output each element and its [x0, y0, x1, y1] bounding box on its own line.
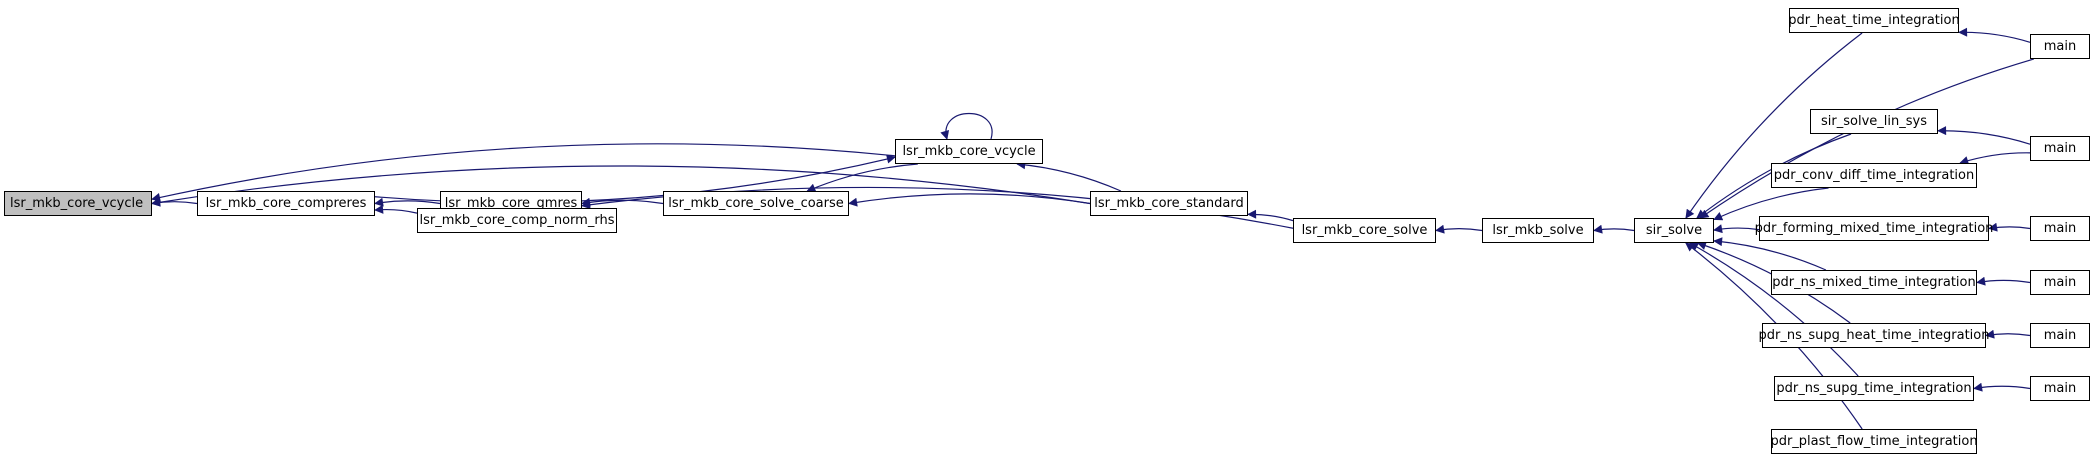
node-main-4[interactable]: main	[2030, 270, 2090, 295]
edge-n_ns_supg-to-n_sir_solve	[1689, 242, 1859, 377]
edge-n_standard-to-n_vcycle_root	[151, 165, 1091, 207]
edge-n_heat-to-n_sir_solve	[1685, 32, 1863, 219]
node-pdr-ns-mixed-time-integration[interactable]: pdr_ns_mixed_time_integration	[1771, 270, 1977, 295]
node-pdr-ns-supg-heat-time-integration[interactable]: pdr_ns_supg_heat_time_integration	[1759, 323, 1989, 348]
edge-n_comp_norm_rhs-to-n_compreres	[374, 204, 418, 214]
node-pdr-conv-diff-time-integration[interactable]: pdr_conv_diff_time_integration	[1771, 163, 1977, 188]
edge-n_core_solve-to-n_standard	[1247, 209, 1294, 222]
node-lsr-mkb-solve[interactable]: lsr_mkb_solve	[1482, 218, 1594, 243]
node-main-3[interactable]: main	[2030, 216, 2090, 241]
node-lsr-mkb-core-standard[interactable]: lsr_mkb_core_standard	[1090, 191, 1248, 216]
edge-n_gmres-to-n_compreres	[374, 197, 441, 207]
edge-n_sir_solve-to-n_mkb_solve	[1593, 224, 1635, 234]
node-lsr-mkb-core-solve[interactable]: lsr_mkb_core_solve	[1293, 218, 1436, 243]
node-lsr-mkb-core-vcycle-root[interactable]: lsr_mkb_core_vcycle	[4, 191, 152, 216]
edge-n_mkb_solve-to-n_core_solve	[1435, 224, 1483, 234]
node-main-5[interactable]: main	[2030, 323, 2090, 348]
edge-n_main5-to-n_ns_supg_heat	[1985, 329, 2031, 339]
edge-n_main1-to-n_sir_solve	[1699, 58, 2034, 219]
edge-n_vcycle2-to-n_solve_coarse	[806, 163, 918, 193]
node-main-1[interactable]: main	[2030, 34, 2090, 59]
node-pdr-forming-mixed-time-integration[interactable]: pdr_forming_mixed_time_integration	[1755, 216, 1993, 241]
edge-n_main6-to-n_ns_supg	[1973, 382, 2031, 392]
edge-n_standard-to-n_vcycle2	[1016, 160, 1122, 192]
node-main-2[interactable]: main	[2030, 136, 2090, 161]
node-lsr-mkb-core-comp-norm-rhs[interactable]: lsr_mkb_core_comp_norm_rhs	[417, 208, 617, 233]
edge-n_main1-to-n_heat	[1958, 27, 2031, 43]
node-sir-solve-lin-sys[interactable]: sir_solve_lin_sys	[1810, 109, 1938, 134]
edge-n_lin_sys-to-n_sir_solve	[1696, 133, 1852, 219]
edge-n_vcycle2-to-n_vcycle_root	[151, 143, 896, 202]
node-main-6[interactable]: main	[2030, 376, 2090, 401]
node-pdr-plast-flow-time-integration[interactable]: pdr_plast_flow_time_integration	[1770, 429, 1978, 454]
edge-n_main3-to-n_forming	[1988, 222, 2031, 232]
node-pdr-ns-supg-time-integration[interactable]: pdr_ns_supg_time_integration	[1774, 376, 1974, 401]
node-sir-solve[interactable]: sir_solve	[1634, 218, 1714, 243]
edge-n_conv_diff-to-n_sir_solve	[1713, 187, 1829, 221]
node-pdr-heat-time-integration[interactable]: pdr_heat_time_integration	[1788, 8, 1960, 33]
edge-n_forming-to-n_sir_solve	[1713, 224, 1760, 234]
edge-n_vcycle2-to-n_vcycle2	[940, 112, 993, 140]
edge-n_main2-to-n_lin_sys	[1937, 126, 2031, 145]
edge-n_main4-to-n_ns_mixed	[1976, 276, 2031, 286]
edge-n_ns_mixed-to-n_sir_solve	[1713, 237, 1827, 271]
edge-n_standard-to-n_solve_coarse	[848, 193, 1091, 207]
node-lsr-mkb-core-compreres[interactable]: lsr_mkb_core_compreres	[197, 191, 375, 216]
node-lsr-mkb-core-vcycle[interactable]: lsr_mkb_core_vcycle	[895, 139, 1043, 164]
node-lsr-mkb-core-solve-coarse[interactable]: lsr_mkb_core_solve_coarse	[663, 191, 849, 216]
edge-n_main2-to-n_conv_diff	[1959, 152, 2031, 165]
